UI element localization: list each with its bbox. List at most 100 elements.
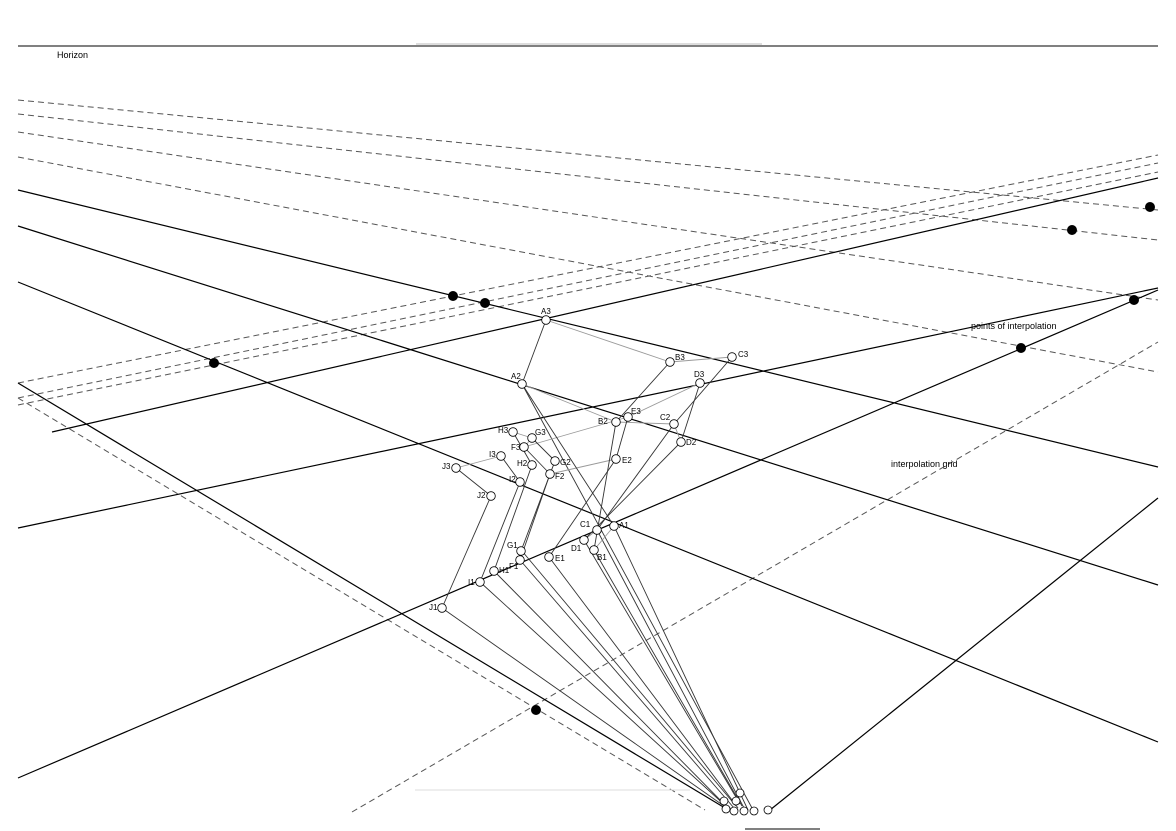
node-G3 xyxy=(527,433,537,443)
edge-F2-F3 xyxy=(523,446,551,475)
node-E2 xyxy=(611,454,621,464)
node-label-E1: E1 xyxy=(555,554,565,563)
node-I3 xyxy=(496,451,506,461)
edge-J2-J3 xyxy=(455,467,492,497)
cluster-node xyxy=(735,788,745,798)
edge-C2-C3 xyxy=(673,356,733,425)
dashed-line xyxy=(17,113,1159,241)
grid-line xyxy=(17,287,1159,529)
node-label-D3: D3 xyxy=(694,370,705,379)
node-E1 xyxy=(544,552,554,562)
edge-A2-B2 xyxy=(521,383,617,423)
node-F1 xyxy=(515,555,525,565)
points-of-interpolation-label: points of interpolation xyxy=(971,321,1057,331)
interpolation-point xyxy=(480,298,490,308)
node-D3 xyxy=(695,378,705,388)
node-B1 xyxy=(589,545,599,555)
grid-line xyxy=(17,281,1159,743)
ray xyxy=(596,529,745,809)
ray xyxy=(519,559,735,809)
node-label-J3: J3 xyxy=(442,462,451,471)
node-label-A3: A3 xyxy=(541,307,551,316)
interpolation-points xyxy=(209,202,1155,715)
node-A1 xyxy=(609,521,619,531)
edge-E2-E3 xyxy=(615,416,629,460)
node-label-C1: C1 xyxy=(580,520,591,529)
node-label-B3: B3 xyxy=(675,353,685,362)
edge-D2-D3 xyxy=(680,382,701,443)
grid-line xyxy=(51,177,1159,433)
grid-line xyxy=(17,382,726,809)
node-label-G1: G1 xyxy=(507,541,518,550)
dashed-line xyxy=(17,156,1159,373)
edge-B2-C2 xyxy=(615,421,675,425)
node-H3 xyxy=(508,427,518,437)
node-C2 xyxy=(669,419,679,429)
interpolation-point xyxy=(1129,295,1139,305)
node-label-D2: D2 xyxy=(686,438,697,447)
interpolation-point xyxy=(448,291,458,301)
edge-D1-D2 xyxy=(583,441,682,541)
node-B3 xyxy=(665,357,675,367)
grid-line xyxy=(769,497,1159,811)
grid-line xyxy=(17,225,1159,586)
cluster-node xyxy=(749,806,759,816)
dashed-line xyxy=(17,397,706,811)
ray xyxy=(493,570,731,811)
node-edges xyxy=(441,319,733,609)
node-label-E2: E2 xyxy=(622,456,632,465)
node-label-H3: H3 xyxy=(498,426,509,435)
node-label-J1: J1 xyxy=(429,603,438,612)
node-label-F2: F2 xyxy=(555,472,565,481)
node-J3 xyxy=(451,463,461,473)
dashed-line xyxy=(351,341,1159,813)
edge-G2-G3 xyxy=(531,437,556,462)
node-J1 xyxy=(437,603,447,613)
interpolation-point xyxy=(1067,225,1077,235)
node-label-A1: A1 xyxy=(619,521,629,530)
edge-A1-A2 xyxy=(521,383,615,527)
node-I2 xyxy=(515,477,525,487)
cluster-node xyxy=(731,796,741,806)
ray xyxy=(441,607,725,807)
node-label-I3: I3 xyxy=(489,450,496,459)
node-label-G2: G2 xyxy=(560,458,571,467)
node-B2 xyxy=(611,417,621,427)
node-label-C2: C2 xyxy=(660,413,671,422)
node-label-J2: J2 xyxy=(477,491,486,500)
edge-I3-J3 xyxy=(455,455,502,469)
node-label-F1: F1 xyxy=(509,562,519,571)
node-label-B2: B2 xyxy=(598,417,608,426)
interpolation-grid-label: interpolation grid xyxy=(891,459,958,469)
ray xyxy=(593,549,743,807)
node-D2 xyxy=(676,437,686,447)
horizon-label: Horizon xyxy=(57,50,88,60)
ray xyxy=(521,383,753,809)
dashed-line xyxy=(17,99,1159,211)
node-A3 xyxy=(541,315,551,325)
edge-C1-C2 xyxy=(596,423,675,531)
node-I1 xyxy=(475,577,485,587)
edge-D3-E3 xyxy=(627,382,701,418)
node-C1 xyxy=(592,525,602,535)
node-label-H2: H2 xyxy=(517,459,528,468)
edge-H1-H2 xyxy=(493,464,533,572)
edge-B2-B3 xyxy=(615,361,671,423)
interpolation-point xyxy=(1016,343,1026,353)
edge-I2-I3 xyxy=(500,455,521,483)
cluster-node xyxy=(739,806,749,816)
node-A2 xyxy=(517,379,527,389)
interpolation-point xyxy=(531,705,541,715)
dashed-line xyxy=(17,171,1159,406)
convergence-rays xyxy=(441,383,753,811)
edge-E3-F3 xyxy=(523,416,629,448)
node-label-C3: C3 xyxy=(738,350,749,359)
cluster-node xyxy=(763,805,773,815)
node-label-I1: I1 xyxy=(468,578,475,587)
dashed-line xyxy=(17,154,1159,384)
edge-A1-B1 xyxy=(593,525,615,551)
ray xyxy=(583,539,741,805)
edge-I1-I2 xyxy=(479,481,521,583)
node-label-H1: H1 xyxy=(499,566,510,575)
